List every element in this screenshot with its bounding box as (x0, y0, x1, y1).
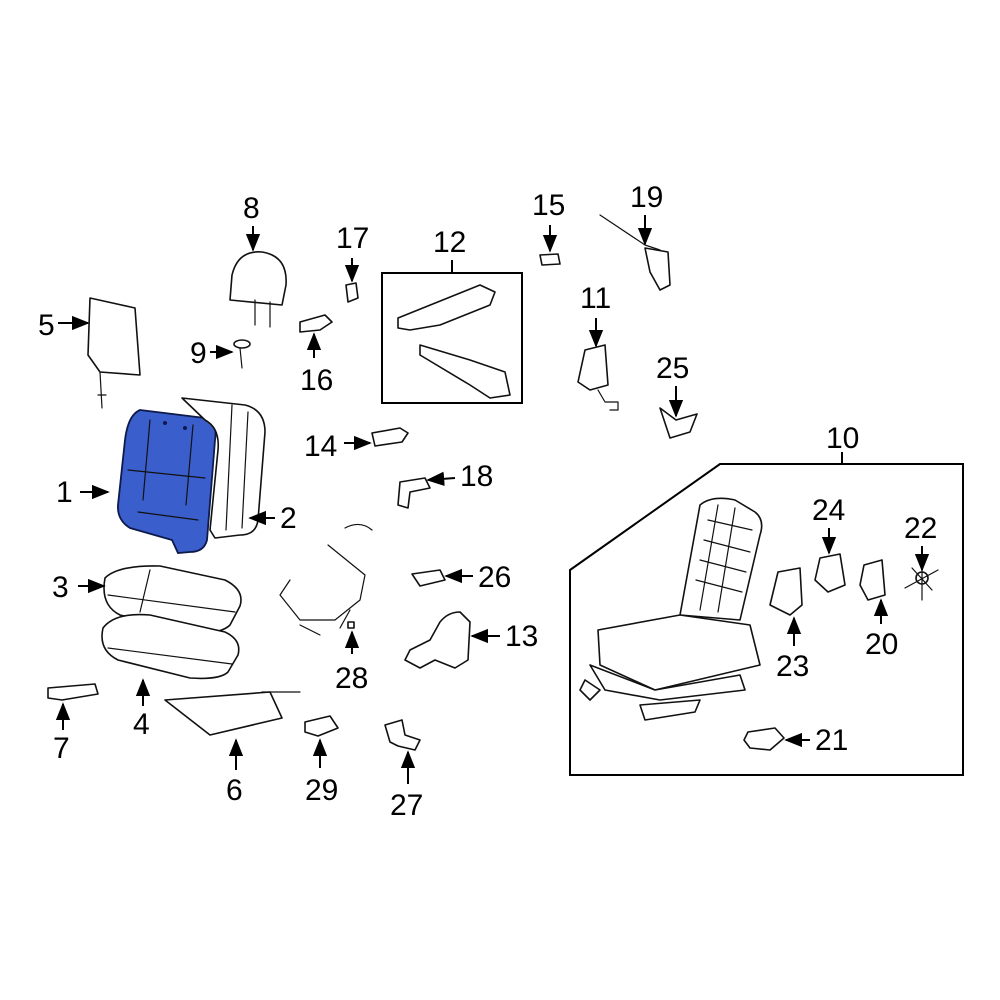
label-2[interactable]: 2 (248, 502, 297, 535)
label-3[interactable]: 3 (52, 571, 106, 604)
part-21-rail-cover[interactable] (743, 727, 785, 751)
label-3-text: 3 (52, 571, 69, 604)
label-23-text: 23 (776, 650, 809, 683)
label-15-text: 15 (532, 189, 565, 222)
label-14-text: 14 (304, 430, 337, 463)
label-29[interactable]: 29 (305, 738, 338, 807)
part-16-cover[interactable] (299, 314, 333, 333)
label-22[interactable]: 22 (904, 512, 937, 572)
label-25-text: 25 (656, 352, 689, 385)
part-4-cushion-pad[interactable] (101, 613, 240, 680)
label-6[interactable]: 6 (226, 738, 244, 807)
label-26[interactable]: 26 (444, 561, 511, 594)
label-21-text: 21 (815, 724, 848, 757)
label-11-text: 11 (580, 282, 611, 315)
label-8-text: 8 (243, 192, 260, 225)
label-8[interactable]: 8 (243, 192, 261, 252)
label-9[interactable]: 9 (190, 337, 234, 370)
part-11-side-airbag[interactable] (577, 344, 619, 411)
label-16-text: 16 (300, 364, 333, 397)
part-13-side-shield[interactable] (404, 611, 471, 669)
label-25[interactable]: 25 (656, 352, 689, 418)
part-14-sensor[interactable] (371, 427, 409, 447)
part-1-seatback-cover[interactable] (117, 409, 217, 554)
label-4[interactable]: 4 (133, 678, 151, 741)
label-4-text: 4 (133, 708, 150, 741)
label-28-text: 28 (335, 662, 368, 695)
label-27[interactable]: 27 (390, 750, 423, 822)
label-5[interactable]: 5 (38, 309, 90, 342)
part-10-seat-frame-group[interactable] (569, 452, 964, 776)
part-9-headrest-guide[interactable] (233, 339, 251, 369)
part-18-bracket[interactable] (397, 477, 431, 509)
part-5-heater-mat[interactable] (87, 297, 141, 409)
part-15-clip[interactable] (539, 253, 561, 266)
part-8-headrest[interactable] (229, 251, 287, 328)
label-12-text: 12 (433, 226, 466, 259)
part-29-block[interactable] (304, 715, 339, 737)
label-24[interactable]: 24 (812, 494, 845, 555)
label-2-text: 2 (280, 502, 297, 535)
part-23-panel[interactable] (769, 567, 803, 616)
label-29-text: 29 (305, 774, 338, 807)
label-28[interactable]: 28 (335, 630, 368, 695)
label-17-text: 17 (336, 222, 369, 255)
label-11[interactable]: 11 (580, 282, 611, 348)
seatback-cover-highlight (117, 409, 217, 554)
label-13-text: 13 (505, 620, 538, 653)
label-20[interactable]: 20 (865, 598, 898, 661)
label-14[interactable]: 14 (304, 430, 372, 463)
label-23[interactable]: 23 (776, 616, 809, 683)
label-19-text: 19 (630, 181, 663, 214)
part-7-connector[interactable] (47, 683, 99, 701)
part-17-knob[interactable] (345, 282, 359, 303)
part-12-shield-group[interactable] (381, 260, 523, 404)
part-20-lumbar[interactable] (859, 559, 886, 601)
part-6-cushion-heater[interactable] (164, 691, 301, 736)
label-6-text: 6 (226, 774, 243, 807)
label-1[interactable]: 1 (56, 476, 110, 509)
label-27-text: 27 (390, 789, 423, 822)
part-26-clip[interactable] (411, 569, 446, 587)
label-24-text: 24 (812, 494, 845, 527)
part-2-seatback-pad[interactable] (181, 397, 266, 539)
part-24-plate[interactable] (814, 553, 846, 593)
part-27-bracket[interactable] (384, 719, 421, 751)
part-22-clip[interactable] (904, 567, 939, 601)
label-21[interactable]: 21 (784, 724, 848, 757)
part-28-wire-harness[interactable] (279, 523, 373, 636)
label-7[interactable]: 7 (53, 702, 71, 765)
label-18-text: 18 (460, 460, 493, 493)
part-19-cable[interactable] (599, 214, 671, 291)
label-15[interactable]: 15 (532, 189, 565, 253)
label-17[interactable]: 17 (336, 222, 369, 283)
label-26-text: 26 (478, 561, 511, 594)
label-10[interactable]: 10 (826, 422, 859, 455)
label-16[interactable]: 16 (300, 332, 333, 397)
label-10-text: 10 (826, 422, 859, 455)
label-13[interactable]: 13 (470, 620, 538, 653)
part-25-cover[interactable] (659, 407, 698, 439)
label-1-text: 1 (56, 476, 73, 509)
label-9-text: 9 (190, 337, 207, 370)
label-20-text: 20 (865, 628, 898, 661)
label-18[interactable]: 18 (426, 460, 493, 493)
label-7-text: 7 (53, 732, 70, 765)
label-12[interactable]: 12 (433, 226, 466, 259)
label-5-text: 5 (38, 309, 55, 342)
label-22-text: 22 (904, 512, 937, 545)
label-19[interactable]: 19 (630, 181, 663, 246)
